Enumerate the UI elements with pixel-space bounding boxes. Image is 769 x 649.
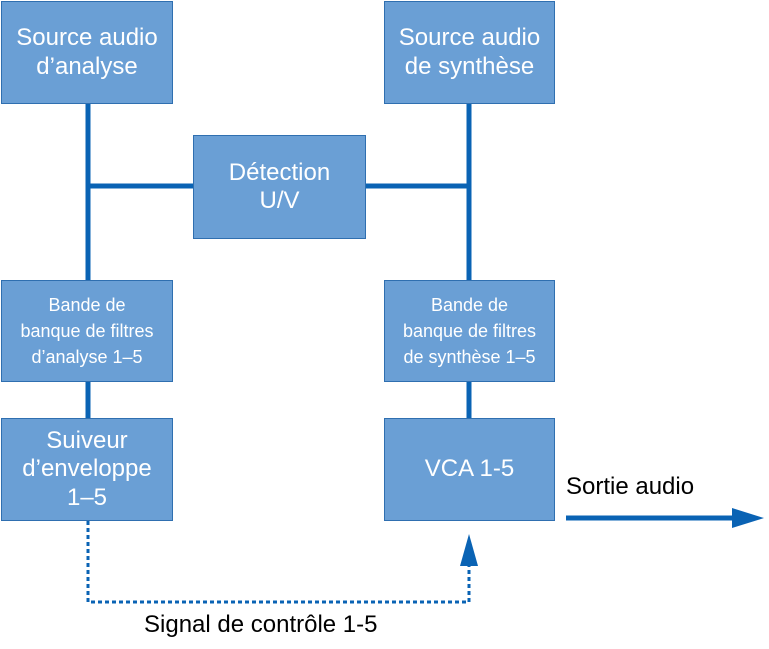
- envelope-follower-label: Suiveur d’enveloppe 1–5: [22, 427, 152, 511]
- analysis-filter-bank-box: Bande de banque de filtres d’analyse 1–5: [1, 280, 173, 382]
- audio-output-label: Sortie audio: [566, 473, 695, 500]
- analysis-source-label: Source audio d’analyse: [16, 24, 158, 80]
- control-signal-arrowhead: [460, 534, 478, 566]
- synthesis-filter-bank-box: Bande de banque de filtres de synthèse 1…: [384, 280, 555, 382]
- vca-label: VCA 1-5: [424, 455, 515, 483]
- synthesis-source-box: Source audio de synthèse: [384, 1, 555, 104]
- uv-detection-label: Détection U/V: [228, 158, 331, 214]
- synthesis-source-label: Source audio de synthèse: [398, 24, 541, 80]
- analysis-filter-bank-label: Bande de banque de filtres d’analyse 1–5: [20, 294, 154, 368]
- envelope-follower-box: Suiveur d’enveloppe 1–5: [1, 418, 173, 521]
- control-signal-path: [86, 521, 471, 604]
- audio-output-arrowhead: [732, 508, 764, 528]
- analysis-source-box: Source audio d’analyse: [1, 1, 173, 104]
- vca-box: VCA 1-5: [384, 418, 555, 521]
- control-signal-label: Signal de contrôle 1-5: [144, 611, 378, 638]
- synthesis-filter-bank-label: Bande de banque de filtres de synthèse 1…: [402, 294, 537, 368]
- uv-detection-box: Détection U/V: [193, 135, 366, 239]
